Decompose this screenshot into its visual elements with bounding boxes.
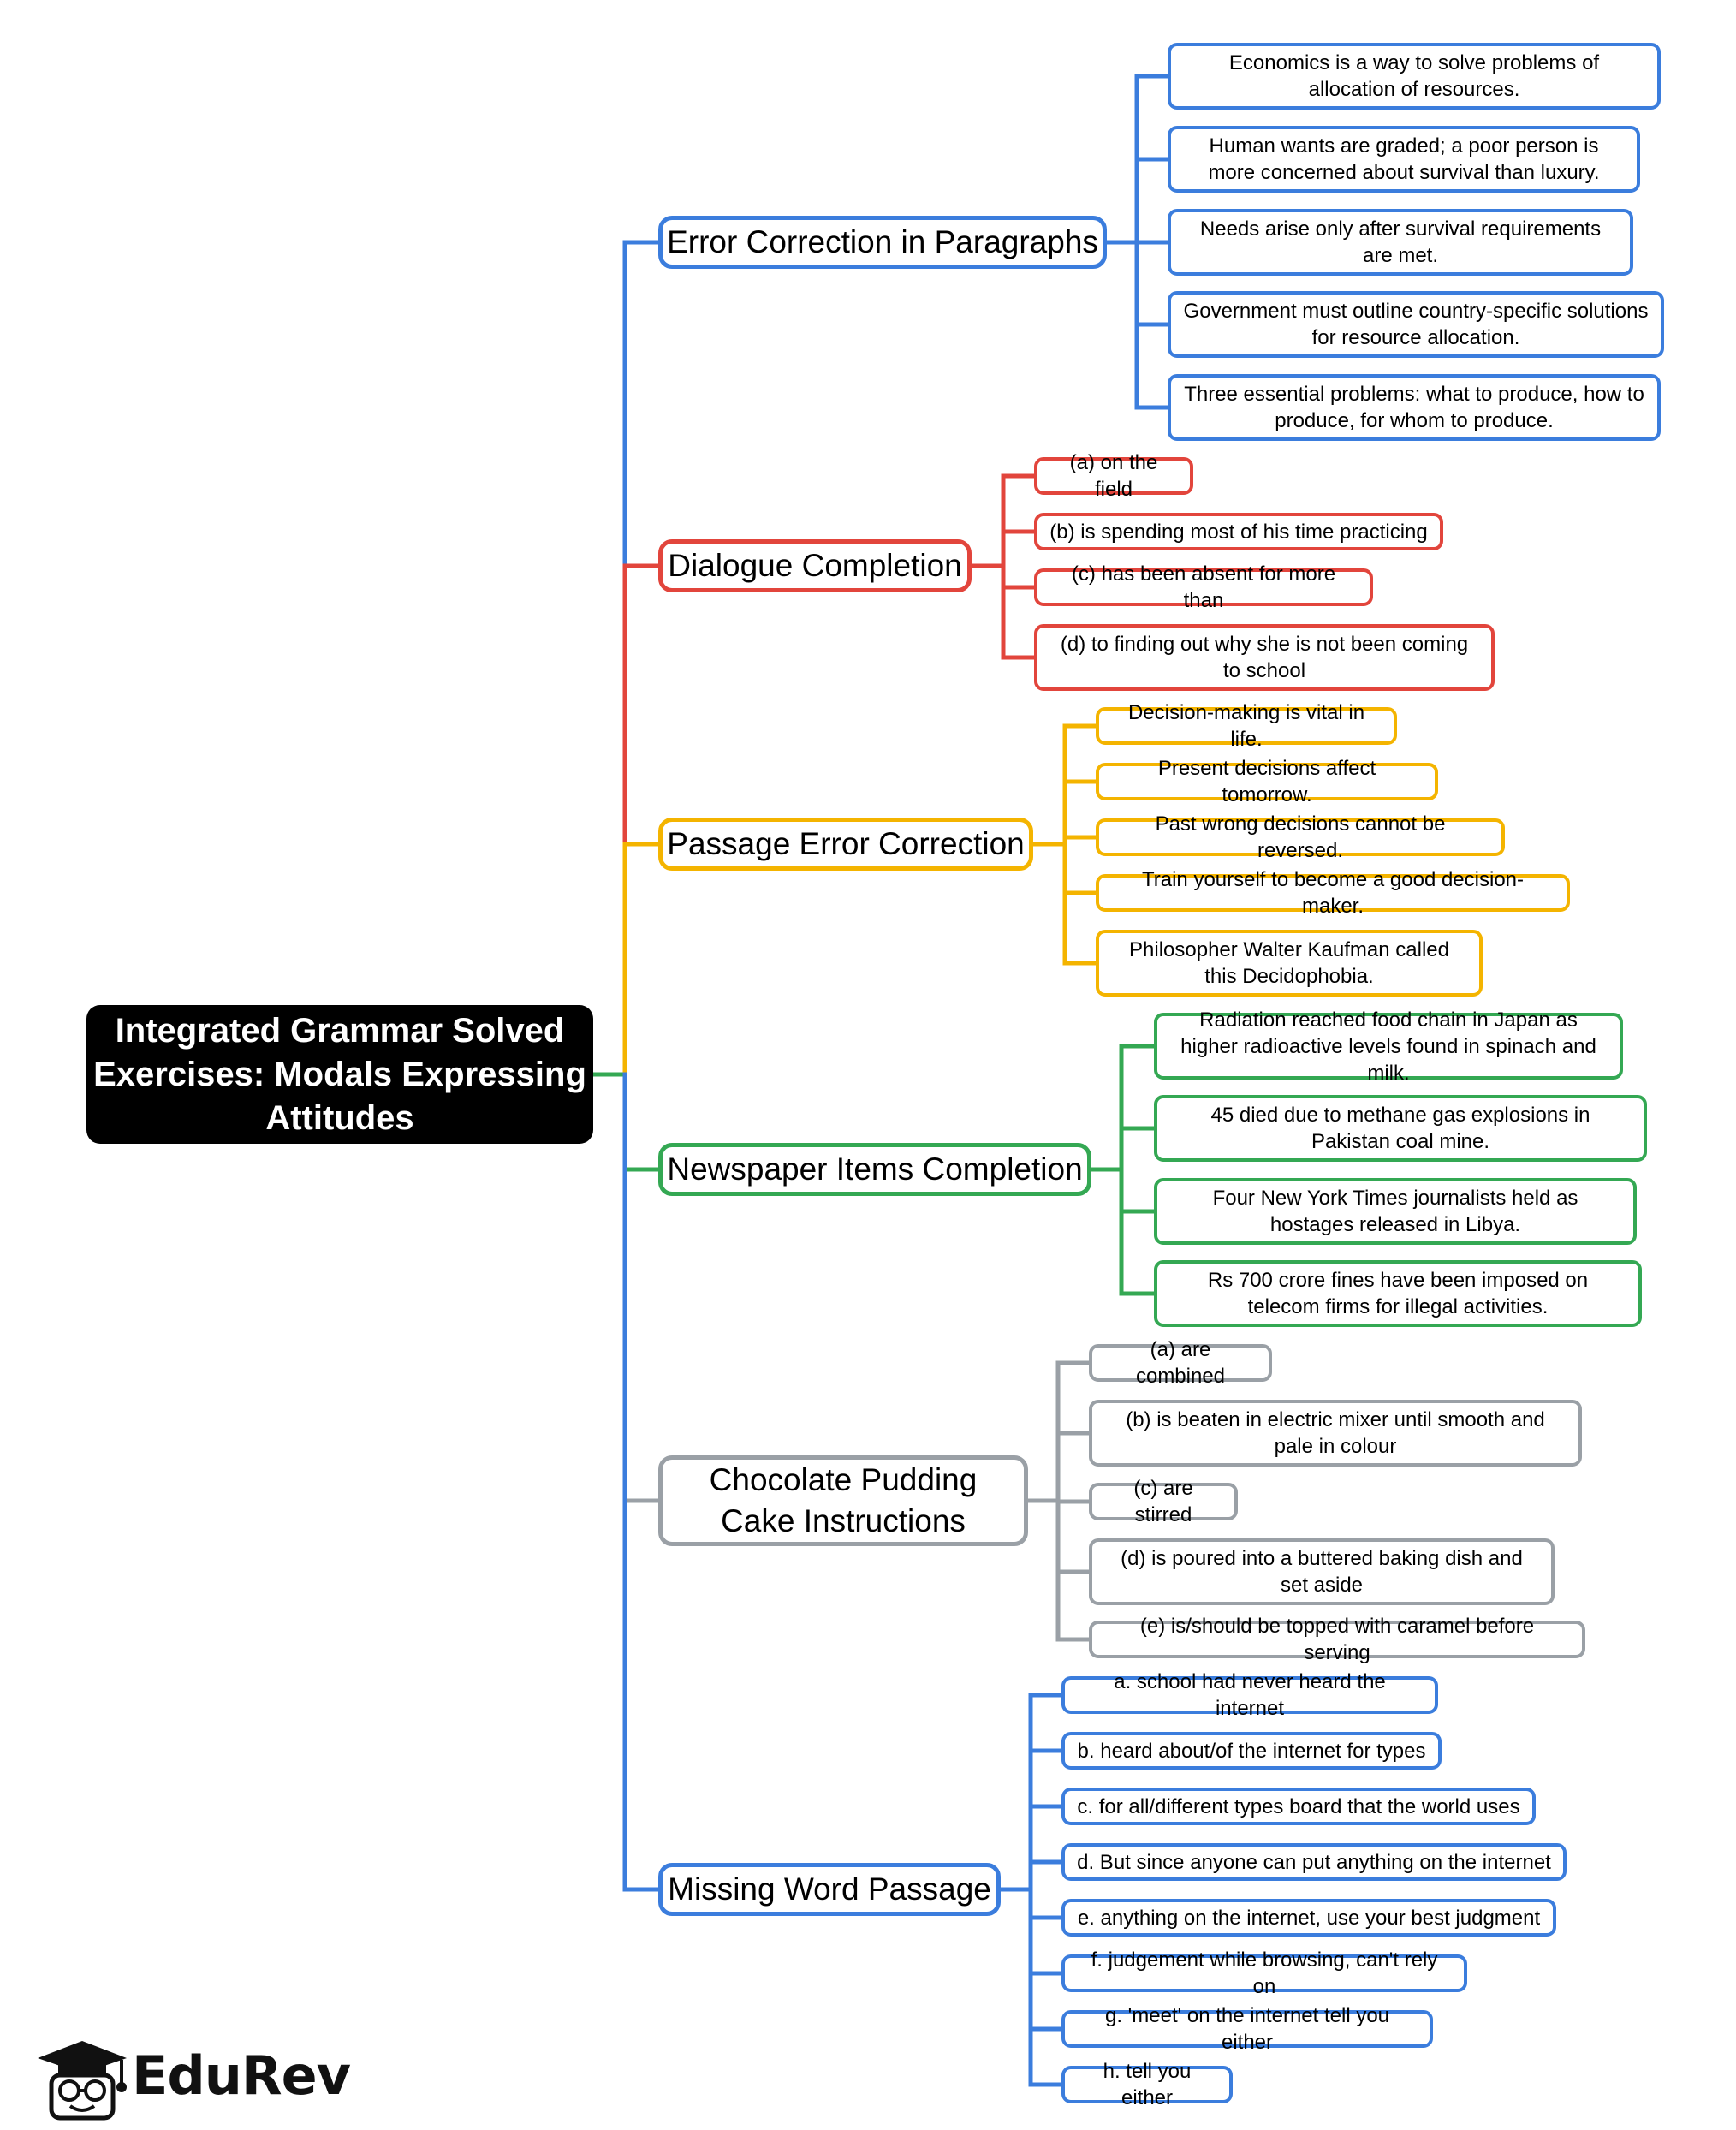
leaf-node: e. anything on the internet, use your be… xyxy=(1061,1899,1556,1937)
leaf-node: (c) has been absent for more than xyxy=(1034,562,1373,612)
leaf-node: g. 'meet' on the internet tell you eithe… xyxy=(1061,2004,1433,2054)
leaf-node: Radiation reached food chain in Japan as… xyxy=(1154,1008,1623,1085)
branch-node: Chocolate Pudding Cake Instructions xyxy=(658,1455,1028,1546)
branch-node: Missing Word Passage xyxy=(658,1863,1001,1916)
brand-name: EduRev xyxy=(132,2044,351,2107)
leaf-node: Decision-making is vital in life. xyxy=(1096,701,1397,751)
leaf-node: Train yourself to become a good decision… xyxy=(1096,868,1570,918)
leaf-node: Present decisions affect tomorrow. xyxy=(1096,757,1438,806)
leaf-node: f. judgement while browsing, can't rely … xyxy=(1061,1949,1467,1998)
branch-node: Dialogue Completion xyxy=(658,539,972,592)
leaf-node: (a) on the field xyxy=(1034,451,1193,501)
leaf-node: a. school had never heard the internet xyxy=(1061,1670,1438,1720)
leaf-node: Three essential problems: what to produc… xyxy=(1168,374,1661,441)
branch-node: Error Correction in Paragraphs xyxy=(658,216,1107,269)
branch-node: Passage Error Correction xyxy=(658,818,1033,871)
root-node: Integrated Grammar Solved Exercises: Mod… xyxy=(86,1005,593,1144)
leaf-node: Needs arise only after survival requirem… xyxy=(1168,209,1633,276)
leaf-node: (b) is spending most of his time practic… xyxy=(1034,513,1443,550)
leaf-node: (c) are stirred xyxy=(1089,1477,1238,1526)
leaf-node: Four New York Times journalists held as … xyxy=(1154,1178,1637,1245)
leaf-node: 45 died due to methane gas explosions in… xyxy=(1154,1095,1647,1162)
leaf-node: Philosopher Walter Kaufman called this D… xyxy=(1096,930,1483,997)
leaf-node: b. heard about/of the internet for types xyxy=(1061,1732,1442,1770)
leaf-node: (a) are combined xyxy=(1089,1338,1272,1388)
leaf-node: d. But since anyone can put anything on … xyxy=(1061,1843,1567,1881)
leaf-node: (b) is beaten in electric mixer until sm… xyxy=(1089,1400,1582,1467)
leaf-node: (d) to finding out why she is not been c… xyxy=(1034,624,1495,691)
leaf-node: Government must outline country-specific… xyxy=(1168,291,1664,358)
leaf-node: c. for all/different types board that th… xyxy=(1061,1788,1536,1825)
leaf-node: (e) is/should be topped with caramel bef… xyxy=(1089,1615,1585,1664)
branch-node: Newspaper Items Completion xyxy=(658,1143,1091,1196)
leaf-node: Rs 700 crore fines have been imposed on … xyxy=(1154,1260,1642,1327)
leaf-node: Economics is a way to solve problems of … xyxy=(1168,43,1661,110)
leaf-node: Past wrong decisions cannot be reversed. xyxy=(1096,812,1505,862)
leaf-node: (d) is poured into a buttered baking dis… xyxy=(1089,1538,1555,1605)
leaf-node: h. tell you either xyxy=(1061,2060,1233,2109)
leaf-node: Human wants are graded; a poor person is… xyxy=(1168,126,1640,193)
graduate-mascot-icon xyxy=(38,2041,127,2121)
